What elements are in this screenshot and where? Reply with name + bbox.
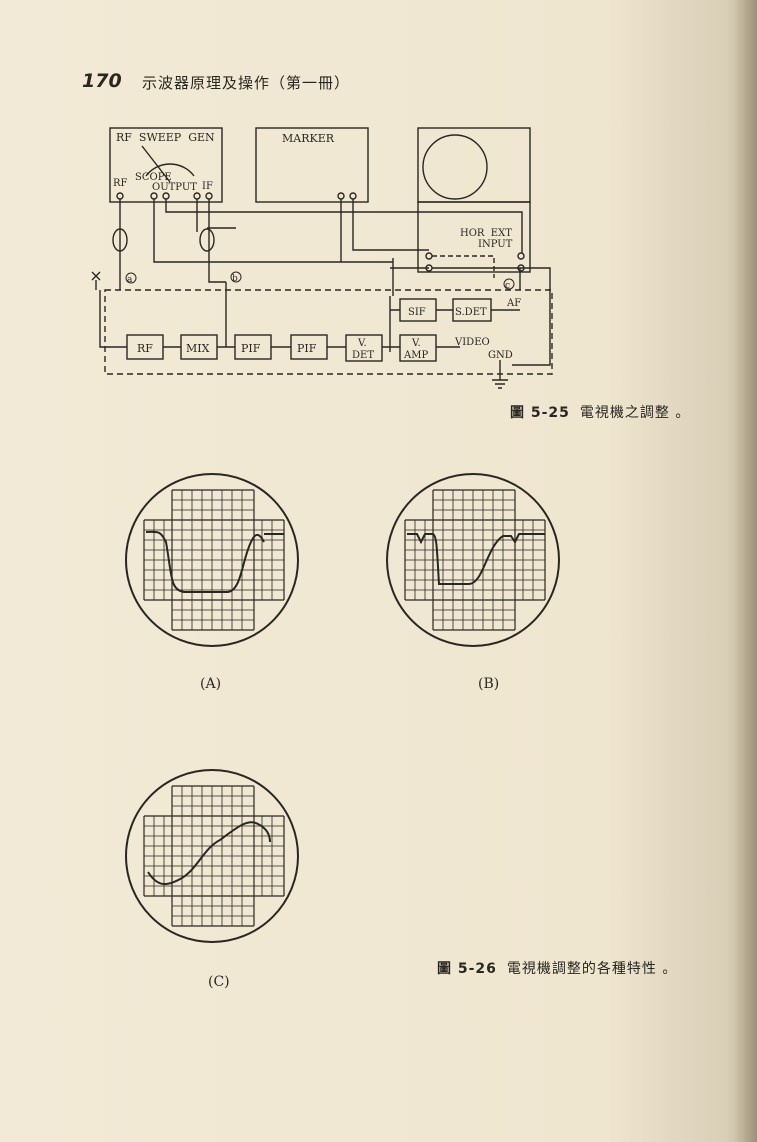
block-mix: MIX (186, 342, 210, 355)
figure-5-25-number: 圖 5-25 (510, 405, 570, 421)
video-label: VIDEO (454, 337, 490, 348)
figure-5-25-caption: 圖 5-25 電視機之調整 。 (510, 402, 690, 422)
af-label: AF (506, 298, 521, 309)
input-label: INPUT (478, 239, 513, 250)
dial-pointer (141, 145, 171, 183)
antenna-icon (91, 271, 101, 290)
scope-screen-a (125, 473, 299, 647)
figure-5-26-caption: 圖 5-26 電視機調整的各種特性 。 (437, 958, 677, 978)
block-vamp-top: V. (411, 338, 421, 349)
marker-label: MARKER (282, 132, 335, 145)
scope-screen-b (386, 473, 560, 647)
sweep-generator-label: RF SWEEP GEN (116, 131, 215, 144)
block-vdet-bottom: DET (352, 350, 374, 361)
tv-receiver-outline (104, 289, 553, 375)
crt-screen (422, 134, 488, 200)
block-sdet: S.DET (455, 307, 487, 318)
test-point-c: c (505, 281, 510, 291)
panel-label-b: (B) (478, 676, 500, 692)
figure-5-26-text: 電視機調整的各種特性 。 (506, 961, 678, 977)
block-vamp-bottom: AMP (403, 350, 428, 361)
panel-label-c: (C) (208, 974, 230, 990)
gnd-label: GND (488, 350, 513, 361)
test-point-a: a (127, 275, 133, 285)
book-spine-shadow (735, 0, 757, 1142)
block-pif-1: PIF (241, 342, 261, 355)
block-sif: SIF (408, 307, 426, 318)
scope-lower-panel (417, 201, 531, 273)
block-rf: RF (137, 342, 153, 355)
page-number: 170 (82, 70, 122, 92)
panel-label-a: (A) (200, 676, 222, 692)
dial-arc (145, 163, 195, 177)
block-vdet-top: V. (357, 338, 367, 349)
scope-screen-c (125, 769, 299, 943)
figure-5-26-number: 圖 5-26 (437, 961, 497, 977)
rf-port-label: RF (113, 178, 128, 189)
marker-box (255, 127, 369, 203)
oscilloscope-box (417, 127, 531, 203)
if-port-label: IF (202, 181, 213, 192)
test-point-b: b (232, 274, 238, 284)
output-port-label: OUTPUT (152, 182, 197, 193)
tv-alignment-diagram: RF SWEEP GEN SCOPE RF OUTPUT IF MARKER H… (91, 127, 553, 389)
running-header-title: 示波器原理及操作（第一冊） (142, 74, 351, 92)
block-pif-2: PIF (297, 342, 317, 355)
figure-5-25-text: 電視機之調整 。 (579, 405, 691, 421)
hor-ext-label: HOR EXT (460, 228, 512, 239)
scope-port-label: SCOPE (135, 172, 172, 183)
